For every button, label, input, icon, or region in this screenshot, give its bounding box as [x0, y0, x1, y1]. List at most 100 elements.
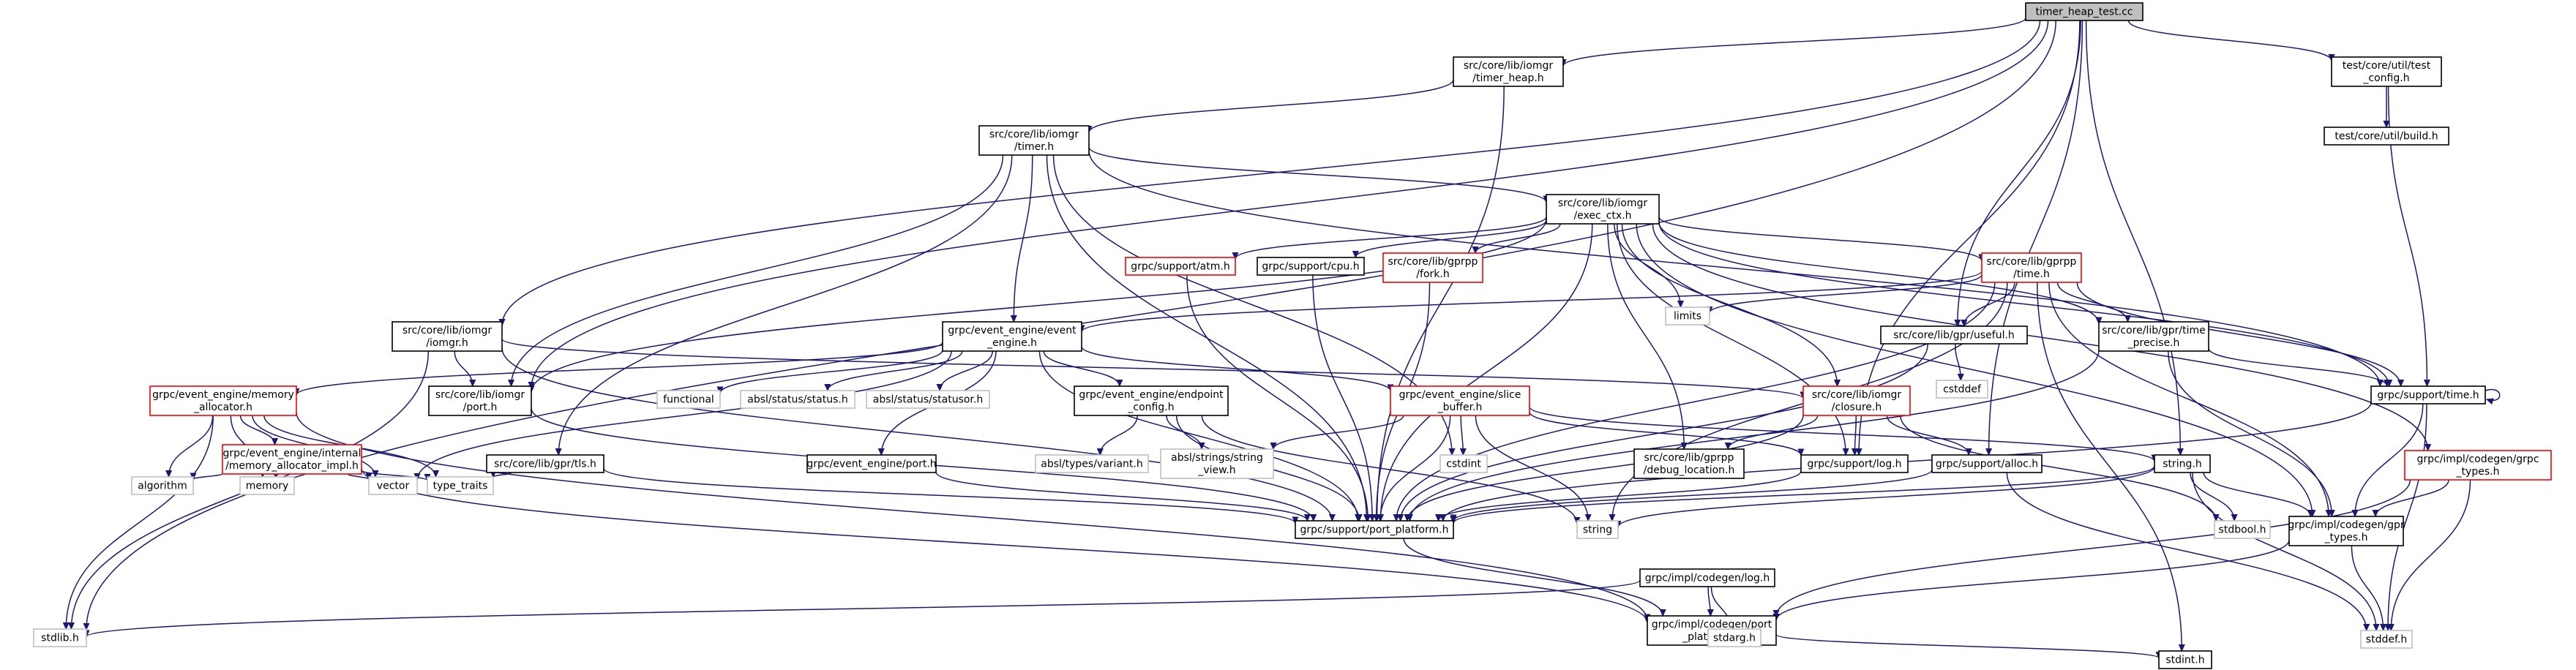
node-string_h[interactable]: string.h [2154, 454, 2211, 473]
node-box [1295, 520, 1454, 539]
node-box [1546, 194, 1660, 225]
node-mem_alloc[interactable]: grpc/event_engine/memory_allocator.h [149, 385, 297, 416]
node-string[interactable]: string [1576, 520, 1619, 539]
node-useful[interactable]: src/core/lib/gpr/useful.h [1880, 325, 2028, 345]
node-stdarg[interactable]: stdarg.h [1707, 628, 1761, 647]
node-endpoint_config[interactable]: grpc/event_engine/endpoint_config.h [1074, 385, 1229, 416]
edge-gprpp_time-to-useful [1964, 282, 2015, 326]
node-statusor[interactable]: absl/status/statusor.h [866, 390, 990, 409]
node-cpu[interactable]: grpc/support/cpu.h [1257, 257, 1365, 276]
node-box [1880, 325, 2028, 345]
node-label: /exec_ctx.h [1573, 210, 1631, 222]
node-timer_heap[interactable]: src/core/lib/iomgr/timer_heap.h [1453, 56, 1564, 87]
node-box [1639, 568, 1775, 587]
node-iomgr_port[interactable]: src/core/lib/iomgr/port.h [428, 385, 532, 416]
node-log[interactable]: grpc/support/log.h [1800, 454, 1909, 473]
edge-root-to-string_h [2085, 20, 2181, 455]
node-time_precise[interactable]: src/core/lib/gpr/time_precise.h [2098, 321, 2209, 352]
node-label: grpc/event_engine/endpoint [1079, 389, 1224, 401]
node-status[interactable]: absl/status/status.h [740, 390, 855, 409]
node-type_traits[interactable]: type_traits [427, 476, 494, 495]
node-root[interactable]: timer_heap_test.cc [2025, 2, 2143, 21]
edge-gprpp_time-to-support_time [2076, 282, 2400, 386]
node-box [2370, 385, 2486, 404]
node-variant[interactable]: absl/types/variant.h [1035, 454, 1149, 473]
edge-string_h-to-stdbool [2190, 472, 2234, 521]
edge-timer-to-tls [558, 154, 1013, 455]
node-box [1576, 520, 1619, 539]
node-mem_alloc_impl[interactable]: grpc/event_engine/internal/memory_alloca… [222, 444, 362, 475]
node-cstddef[interactable]: cstddef [1936, 380, 1988, 399]
node-closure[interactable]: src/core/lib/iomgr/closure.h [1802, 385, 1911, 416]
edge-impl_types-to-codegen_port_platform [1776, 479, 2411, 617]
node-functional[interactable]: functional [656, 390, 721, 409]
node-tls[interactable]: src/core/lib/gpr/tls.h [486, 454, 604, 473]
edge-useful-to-cstddef [1955, 343, 1961, 380]
node-gprpp_time[interactable]: src/core/lib/gprpp/time.h [1981, 252, 2082, 283]
node-support_time[interactable]: grpc/support/time.h [2370, 385, 2486, 404]
edge-string_h-to-string [1618, 467, 2155, 527]
node-stdbool[interactable]: stdbool.h [2214, 520, 2271, 539]
node-slice_buffer[interactable]: grpc/event_engine/slice_buffer.h [1390, 385, 1530, 416]
node-stdint[interactable]: stdint.h [2158, 650, 2212, 669]
node-port_platform[interactable]: grpc/support/port_platform.h [1295, 520, 1454, 539]
node-ee_port[interactable]: grpc/event_engine/port.h [806, 454, 937, 473]
node-codegen_log[interactable]: grpc/impl/codegen/log.h [1639, 568, 1775, 587]
node-debug_location[interactable]: src/core/lib/gprpp/debug_location.h [1633, 448, 1745, 479]
node-box [1981, 252, 2082, 283]
node-box [2158, 650, 2212, 669]
edge-time_precise-to-port_platform [1409, 350, 2100, 521]
node-label: grpc/event_engine/event [948, 325, 1077, 336]
node-label: timer_heap_test.cc [2035, 7, 2133, 18]
edge-mem_alloc-to-mem_alloc_impl [239, 415, 275, 445]
node-box [131, 476, 194, 495]
node-limits[interactable]: limits [1665, 306, 1710, 325]
node-exec_ctx[interactable]: src/core/lib/iomgr/exec_ctx.h [1546, 194, 1660, 225]
edge-exec_ctx-to-cpu [1355, 219, 1547, 257]
edges-layer [66, 17, 2501, 658]
node-label: grpc/support/cpu.h [1262, 261, 1359, 273]
node-impl_types[interactable]: grpc/impl/codegen/grpc_types.h [2404, 450, 2552, 481]
node-box [2360, 630, 2413, 649]
node-label: grpc/support/port_platform.h [1300, 524, 1449, 536]
node-stddef[interactable]: stddef.h [2360, 630, 2413, 649]
node-algorithm[interactable]: algorithm [131, 476, 194, 495]
node-label: grpc/event_engine/slice [1399, 389, 1521, 401]
edge-string_h-to-stddef [2192, 472, 2376, 631]
edge-mem_alloc-to-codegen_port_platform [296, 412, 1647, 620]
edge-event_engine-to-mem_alloc [296, 342, 943, 395]
node-gpr_types[interactable]: grpc/impl/codegen/gpr_types.h [2288, 516, 2405, 546]
node-timer[interactable]: src/core/lib/iomgr/timer.h [978, 125, 1090, 156]
node-box [1382, 252, 1483, 283]
node-test_config[interactable]: test/core/util/test_config.h [2331, 56, 2442, 87]
node-string_view[interactable]: absl/strings/string_view.h [1160, 448, 1274, 479]
node-fork[interactable]: src/core/lib/gprpp/fork.h [1382, 252, 1483, 283]
node-label: cstddef [1943, 384, 1982, 396]
node-box [978, 125, 1090, 156]
node-alloc[interactable]: grpc/support/alloc.h [1931, 454, 2043, 473]
node-build[interactable]: test/core/util/build.h [2324, 127, 2449, 146]
node-label: _config.h [2362, 72, 2409, 84]
edge-closure-to-stdbool [1900, 415, 2216, 521]
node-event_engine[interactable]: grpc/event_engine/event_engine.h [942, 321, 1082, 352]
node-memory[interactable]: memory [239, 476, 295, 495]
node-box [2404, 450, 2552, 481]
edge-slice_buffer-to-string_view [1273, 415, 1404, 449]
node-label: /timer_heap.h [1472, 72, 1543, 84]
edge-event_engine-to-functional [720, 350, 943, 393]
node-label: _view.h [1197, 464, 1235, 476]
node-iomgr_h[interactable]: src/core/lib/iomgr/iomgr.h [392, 321, 503, 352]
edge-codegen_log-to-codegen_port_platform [1708, 586, 1710, 616]
node-label: limits [1674, 311, 1701, 323]
node-box [942, 321, 1082, 352]
edge-time_precise-to-support_time [2208, 347, 2387, 386]
node-label: functional [663, 394, 714, 406]
edge-string_h-to-gpr_types [2203, 472, 2310, 516]
node-stdlib[interactable]: stdlib.h [33, 628, 87, 647]
node-label: /port.h [463, 402, 498, 413]
node-cstdint[interactable]: cstdint [1439, 454, 1488, 473]
node-atm[interactable]: grpc/support/atm.h [1125, 257, 1236, 276]
node-box [1800, 454, 1909, 473]
node-vector[interactable]: vector [368, 476, 418, 495]
edge-exec_ctx-to-support_time [1658, 222, 2389, 386]
